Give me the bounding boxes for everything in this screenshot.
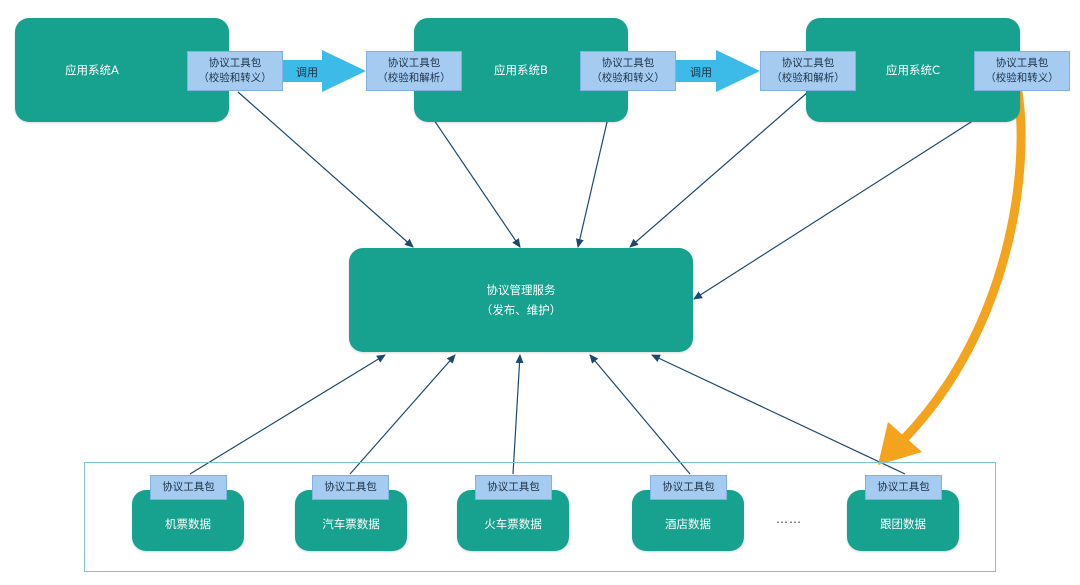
call-arrow-a-to-b (283, 50, 366, 92)
toolkit-hotel-label: 协议工具包 (662, 481, 715, 493)
toolkit-c-right: 协议工具包 （校验和转义） (974, 51, 1070, 91)
protocol-management-service: 协议管理服务 （发布、维护） (349, 248, 693, 352)
toolkit-tour-label: 协议工具包 (877, 481, 930, 493)
data-source-hotel: 酒店数据 (632, 490, 744, 551)
data-source-tour-label: 跟团数据 (880, 516, 926, 531)
app-system-a-label: 应用系统A (65, 63, 119, 77)
toolkit-b-left-line1: 协议工具包 (387, 57, 441, 69)
edge-hotel-to-center (589, 354, 691, 475)
toolkit-b-right: 协议工具包 （校验和转义） (580, 51, 676, 91)
more-sources-ellipsis: …… (776, 512, 802, 526)
edge-tour-to-center (651, 354, 906, 475)
edge-bus-to-center (349, 354, 456, 475)
edge-a-to-center (237, 91, 414, 248)
toolkit-flight: 协议工具包 (150, 475, 227, 500)
toolkit-train-label: 协议工具包 (487, 481, 540, 493)
call-label-b-to-c: 调用 (690, 66, 712, 79)
data-source-tour: 跟团数据 (847, 490, 959, 551)
data-sources-frame (84, 462, 996, 572)
toolkit-a: 协议工具包 （校验和转义） (187, 51, 283, 91)
data-source-train-label: 火车票数据 (484, 516, 542, 531)
toolkit-tour: 协议工具包 (865, 475, 942, 500)
toolkit-flight-label: 协议工具包 (162, 481, 215, 493)
toolkit-b-left: 协议工具包 （校验和解析） (366, 51, 462, 91)
toolkit-a-line2: （校验和转义） (198, 72, 272, 84)
orange-arrow-head (878, 422, 922, 465)
toolkit-bus: 协议工具包 (312, 475, 389, 500)
toolkit-c-right-line2: （校验和转义） (985, 72, 1059, 84)
toolkit-b-right-line2: （校验和转义） (591, 72, 665, 84)
toolkit-b-right-line1: 协议工具包 (601, 57, 655, 69)
orange-arrow-body (898, 87, 1026, 445)
toolkit-c-right-line1: 协议工具包 (995, 57, 1049, 69)
center-subtitle: （发布、维护） (480, 303, 562, 317)
data-source-flight-label: 机票数据 (165, 516, 211, 531)
toolkit-bus-label: 协议工具包 (324, 481, 377, 493)
edge-c-left-to-center (629, 91, 809, 248)
call-arrow-b-to-c (676, 50, 760, 92)
edge-flight-to-center (189, 354, 386, 475)
toolkit-a-line1: 协议工具包 (208, 57, 262, 69)
data-source-bus-label: 汽车票数据 (322, 516, 380, 531)
data-source-bus: 汽车票数据 (295, 490, 407, 551)
app-system-b-label: 应用系统B (494, 63, 548, 77)
app-system-c-label: 应用系统C (885, 63, 941, 77)
toolkit-train: 协议工具包 (475, 475, 552, 500)
data-source-train: 火车票数据 (457, 490, 569, 551)
toolkit-hotel: 协议工具包 (650, 475, 727, 500)
toolkit-b-left-line2: （校验和解析） (377, 72, 451, 84)
toolkit-c-left-line2: （校验和解析） (771, 72, 845, 84)
data-source-flight: 机票数据 (132, 490, 244, 551)
call-label-a-to-b: 调用 (296, 66, 318, 79)
edge-c-right-to-center (693, 91, 1019, 300)
center-title: 协议管理服务 (486, 283, 556, 297)
data-source-hotel-label: 酒店数据 (665, 516, 711, 531)
edge-train-to-center (512, 354, 524, 475)
toolkit-c-left: 协议工具包 （校验和解析） (760, 51, 856, 91)
toolkit-c-left-line1: 协议工具包 (781, 57, 835, 69)
